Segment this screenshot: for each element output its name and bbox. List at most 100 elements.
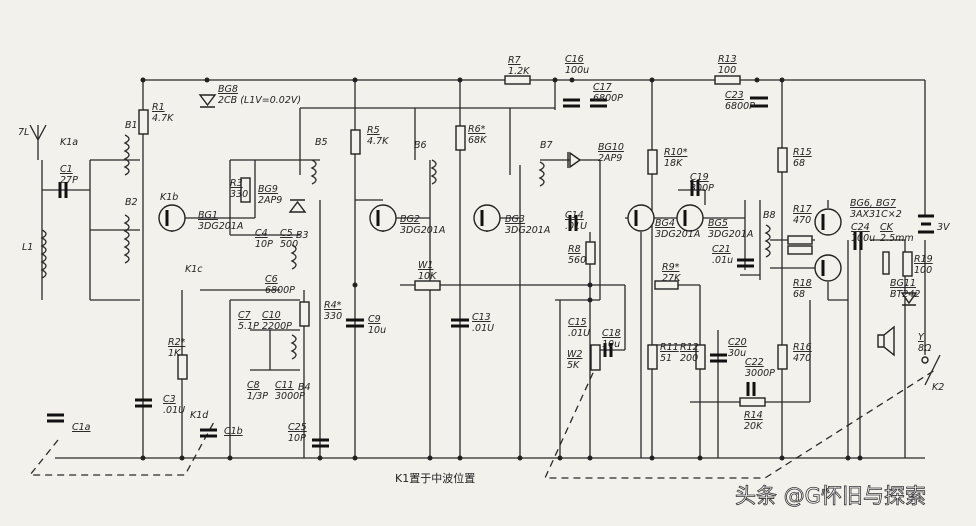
bg11-label: BG11 xyxy=(890,278,916,289)
resistor-r14 xyxy=(739,397,766,407)
c18-label: C18 xyxy=(602,328,621,339)
w1-label: W1 xyxy=(418,260,433,271)
switch-k1b-label: K1b xyxy=(160,192,178,203)
bg9-label: BG9 xyxy=(258,184,278,195)
r17-value: 470 xyxy=(793,215,811,226)
switch-k1d-label: K1d xyxy=(190,410,209,421)
r11-value: 51 xyxy=(660,353,672,364)
r10-label: R10* xyxy=(664,147,688,158)
c6-value: 6800P xyxy=(265,285,295,296)
resistor-r10 xyxy=(647,149,658,175)
c24-label: C24 xyxy=(851,222,870,233)
band-note: K1置于中波位置 xyxy=(395,471,475,485)
r18-label: R18 xyxy=(793,278,812,289)
r8-label: R8 xyxy=(568,244,581,255)
r5-value: 4.7K xyxy=(367,136,389,147)
bg10-label: BG10 xyxy=(598,142,624,153)
r5-label: R5 xyxy=(367,125,380,136)
resistor-r1 xyxy=(138,109,149,135)
w2-label: W2 xyxy=(567,349,582,360)
c25-value: 10P xyxy=(288,433,306,444)
switch-k1c-label: K1c xyxy=(185,264,203,275)
switch-k1a-label: K1a xyxy=(60,137,78,148)
switch-k2[interactable] xyxy=(921,356,929,364)
earphone-jack-ck[interactable] xyxy=(882,251,890,275)
c10-value: 2200P xyxy=(262,321,292,332)
c7-label: C7 xyxy=(238,310,251,321)
c24-value: 100u xyxy=(851,233,875,244)
c9-label: C9 xyxy=(368,314,381,325)
bg1-label: BG1 xyxy=(198,210,218,221)
resistor-r11 xyxy=(647,344,658,370)
r11-label: R11 xyxy=(660,342,679,353)
c3-value: .01U xyxy=(163,405,185,416)
bg6-label: BG6, BG7 xyxy=(850,198,896,209)
c21-label: C21 xyxy=(712,244,731,255)
c1-label: C1 xyxy=(60,164,73,175)
r18-value: 68 xyxy=(793,289,805,300)
bg3-value: 3DG201A xyxy=(505,225,550,236)
c17-label: C17 xyxy=(593,82,612,93)
resistor-r3 xyxy=(240,177,251,203)
r9-value: 27K xyxy=(662,273,681,284)
bat-value: 3V xyxy=(937,222,951,233)
c1b-label: C1b xyxy=(224,426,243,437)
c20-label: C20 xyxy=(728,337,747,348)
switch-k2-label: K2 xyxy=(932,382,944,393)
r1-value: 4.7K xyxy=(152,113,174,124)
bg5-value: 3DG201A xyxy=(708,229,753,240)
resistor-r6 xyxy=(455,125,466,151)
transformer-b6-label: B6 xyxy=(414,140,427,151)
r10-value: 18K xyxy=(664,158,683,169)
resistor-r9 xyxy=(654,280,679,290)
components xyxy=(29,75,941,448)
w1-value: 10K xyxy=(418,271,437,282)
c22-value: 3000P xyxy=(745,368,775,379)
c14-label: C14 xyxy=(565,210,584,221)
potentiometer-w1[interactable] xyxy=(414,280,441,291)
c8-label: C8 xyxy=(247,380,260,391)
y-label: Y xyxy=(918,332,925,343)
transformer-b4-label: B4 xyxy=(298,382,311,393)
c8-value: 1/3P xyxy=(247,391,268,402)
diode-bg9 xyxy=(288,199,307,213)
c5-value: 500 xyxy=(280,239,298,250)
bg9-value: 2AP9 xyxy=(258,195,282,206)
r2-label: R2* xyxy=(168,337,186,348)
c15-label: C15 xyxy=(568,317,587,328)
r19-value: 100 xyxy=(914,265,932,276)
watermark: 头条 @G怀旧与探索 xyxy=(735,484,926,508)
c19-value: 300P xyxy=(690,183,714,194)
resistor-r19 xyxy=(902,251,913,277)
potentiometer-w2[interactable] xyxy=(590,344,601,371)
c9-value: 10u xyxy=(368,325,386,336)
c18-value: 10u xyxy=(602,339,620,350)
c20-value: 30u xyxy=(728,348,746,359)
r14-value: 20K xyxy=(744,421,763,432)
transformer-b5-label: B5 xyxy=(315,137,328,148)
resistor-r8 xyxy=(585,241,596,265)
c4-label: C4 xyxy=(255,228,268,239)
c3-label: C3 xyxy=(163,394,176,405)
c13-value: .01U xyxy=(472,323,494,334)
c14-value: .01U xyxy=(565,221,587,232)
r12-value: 200 xyxy=(680,353,698,364)
r9-label: R9* xyxy=(662,262,680,273)
c1a-label: C1a xyxy=(72,422,91,433)
c6-label: C6 xyxy=(265,274,278,285)
y-value: 8Ω xyxy=(918,343,932,354)
r19-label: R19 xyxy=(914,254,933,265)
r12-label: R12 xyxy=(680,342,699,353)
bg4-value: 3DG201A xyxy=(655,229,700,240)
resistor-r2 xyxy=(177,354,188,380)
r6-label: R6* xyxy=(468,124,486,135)
bg2-value: 3DG201A xyxy=(400,225,445,236)
c7-value: 5.1P xyxy=(238,321,259,332)
junction-dots xyxy=(140,77,863,461)
c11-value: 3000P xyxy=(275,391,305,402)
bg1-value: 3DG201A xyxy=(198,221,243,232)
bg2-label: BG2 xyxy=(400,214,420,225)
bg10-value: 2AP9 xyxy=(598,153,622,164)
transformer-b3-label: B3 xyxy=(296,230,309,241)
c16-value: 100u xyxy=(565,65,589,76)
